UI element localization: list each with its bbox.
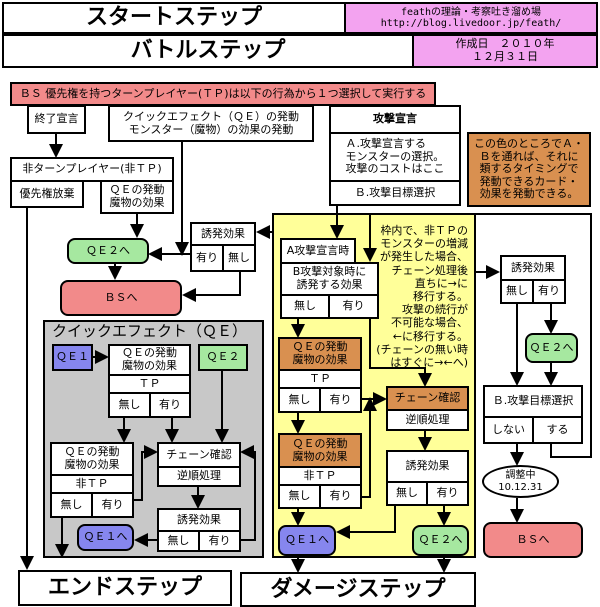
yellow-to-qe2: ＱＥ２へ bbox=[412, 525, 469, 556]
qe-nontp-label: 非ＴＰ bbox=[50, 474, 134, 494]
trigger-no: 無し bbox=[222, 244, 256, 272]
qe-tp-label: ＴＰ bbox=[108, 374, 191, 394]
yellow-qe-nontp: ＱＥの発動 魔物の効果 bbox=[278, 433, 362, 468]
orange-legend-note: この色のところでＡ・ Ｂを通れば、それに 類するタイミングで 発動できるカード・… bbox=[467, 132, 591, 207]
qe-nontp-activation: ＱＥの発動 魔物の効果 bbox=[50, 442, 134, 476]
yellow-nontp-label: 非ＴＰ bbox=[278, 466, 362, 486]
target-select-dont: しない bbox=[483, 416, 534, 444]
trigger-effect-box: 誘発効果 bbox=[190, 222, 256, 246]
attack-step-a: Ａ.攻撃宣言する モンスターの選択。 攻撃のコストはここ bbox=[329, 132, 461, 182]
yellow-tp-no: 無し bbox=[278, 387, 321, 413]
end-step-box: エンドステップ bbox=[18, 570, 232, 606]
blog-url[interactable]: http://blog.livedoor.jp/feath/ bbox=[380, 18, 562, 29]
qe-nontp-yes: 有り bbox=[91, 492, 134, 518]
qe-trigger-effect: 誘発効果 bbox=[157, 508, 241, 532]
yellow-to-qe1: ＱＥ１へ bbox=[278, 525, 336, 556]
attack-step-b: Ｂ.攻撃目標選択 bbox=[329, 180, 461, 206]
to-qe1-button: ＱＥ１へ bbox=[77, 524, 134, 551]
to-qe2-button: ＱＥ２へ bbox=[67, 238, 149, 264]
end-declaration-box: 終了宣言 bbox=[27, 105, 86, 134]
qe2-start: ＱＥ２ bbox=[198, 344, 248, 371]
qe-tp-activation: ＱＥの発動 魔物の効果 bbox=[108, 344, 191, 376]
yellow-area-note: 枠内で、非ＴＰの モンスターの増減 が発生した場合、 チェーン処理後 直ちに→に… bbox=[376, 224, 468, 369]
attack-declaration-title: 攻撃宣言 bbox=[329, 105, 461, 134]
yellow-tp-label: ＴＰ bbox=[278, 369, 362, 389]
right-to-qe2: ＱＥ２へ bbox=[525, 333, 578, 363]
yellow-reverse-resolve: 逆順処理 bbox=[386, 409, 469, 431]
qe-activation-box: クイックエフェクト（ＱＥ）の発動 モンスター（魔物）の効果の発動 bbox=[108, 105, 314, 142]
qe-tp-no: 無し bbox=[108, 392, 151, 418]
target-trigger-no: 無し bbox=[280, 294, 330, 319]
adjusting-ellipse: 調整中 10.12.31 bbox=[482, 465, 559, 498]
qe-tp-yes: 有り bbox=[149, 392, 191, 418]
right-trigger-yes: 有り bbox=[532, 279, 566, 304]
attack-decl-timing: A攻撃宣言時 bbox=[280, 238, 356, 264]
yellow-tp-yes: 有り bbox=[319, 387, 362, 413]
yellow-trigger-yes: 有り bbox=[426, 481, 469, 506]
attack-target-trigger: B攻撃対象時に 誘発する効果 bbox=[280, 262, 379, 296]
trigger-yes: 有り bbox=[190, 244, 224, 272]
non-tp-qe-box: ＱＥの発動 魔物の効果 bbox=[100, 180, 174, 214]
qe-reverse-resolve: 逆順処理 bbox=[157, 466, 241, 487]
qe-nontp-no: 無し bbox=[50, 492, 93, 518]
target-select-do: する bbox=[532, 416, 583, 444]
created-date: 作成日 ２０１０年 １２月３１日 bbox=[412, 34, 598, 68]
qe-chain-check: チェーン確認 bbox=[157, 442, 241, 468]
qe-trigger-no: 無し bbox=[157, 530, 200, 552]
yellow-trigger-no: 無し bbox=[386, 481, 428, 506]
yellow-chain-check: チェーン確認 bbox=[386, 386, 469, 411]
qe1-start: ＱＥ１ bbox=[52, 344, 93, 371]
yellow-trigger-effect: 誘発効果 bbox=[386, 450, 469, 483]
right-to-bs: ＢＳへ bbox=[483, 522, 583, 558]
battle-step-title: バトルステップ bbox=[2, 34, 414, 68]
target-select-box: Ｂ.攻撃目標選択 bbox=[483, 385, 583, 418]
start-step-title: スタートステップ bbox=[2, 2, 346, 34]
qe-area-title: クイックエフェクト（ＱＥ） bbox=[52, 322, 248, 340]
target-trigger-yes: 有り bbox=[328, 294, 379, 319]
yellow-nontp-no: 無し bbox=[278, 484, 321, 509]
right-trigger-effect: 誘発効果 bbox=[500, 255, 566, 281]
right-trigger-no: 無し bbox=[500, 279, 534, 304]
damage-step-box: ダメージステップ bbox=[240, 572, 476, 607]
qe-trigger-yes: 有り bbox=[198, 530, 241, 552]
to-bs-button: ＢＳへ bbox=[60, 280, 182, 316]
non-tp-box: 非ターンプレイヤー(非ＴＰ) bbox=[10, 157, 174, 182]
yellow-nontp-yes: 有り bbox=[319, 484, 362, 509]
pass-priority-box: 優先権放棄 bbox=[10, 180, 84, 208]
blog-name: feathの理論・考察吐き溜め場 bbox=[400, 6, 542, 18]
bs-banner: ＢＳ 優先権を持つターンプレイヤー(ＴＰ)は以下の行為から１つ選択して実行する bbox=[10, 82, 436, 106]
yellow-qe-tp: ＱＥの発動 魔物の効果 bbox=[278, 337, 362, 371]
